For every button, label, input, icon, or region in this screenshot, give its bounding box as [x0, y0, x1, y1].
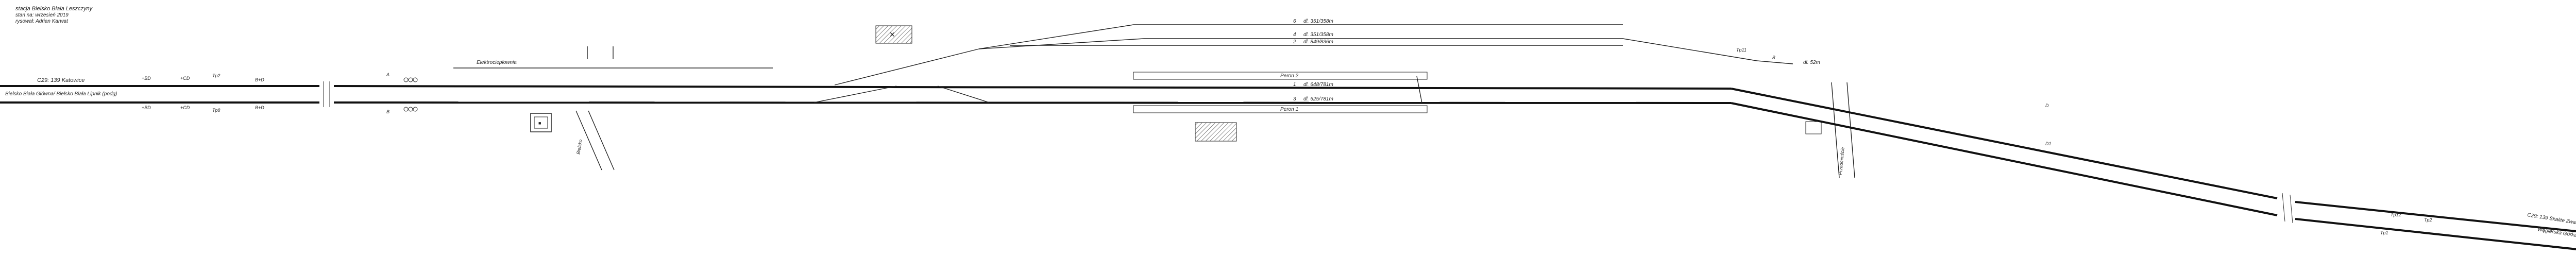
left-line-bottom-label: Bielsko Biała Główna/ Bielsko Biała Lipn…: [5, 91, 117, 97]
sidings-right-label: Przedmieście: [1838, 147, 1845, 175]
track-length: dl. 849/836m: [1303, 39, 1333, 45]
crossing-left: Bielsko: [575, 46, 615, 170]
platform-1-label: Peron 1: [1280, 107, 1298, 112]
yard-cross: ✕: [889, 30, 895, 39]
upper-yard: [834, 24, 1793, 86]
sidings-left-label: Bielsko: [575, 139, 583, 155]
station-building-inner: [534, 116, 548, 129]
station-author: rysował: Adrian Karwat: [15, 19, 69, 24]
signal-label: A: [386, 72, 389, 77]
track-length: dl. 351/358m: [1303, 32, 1333, 38]
track-number: 2: [1293, 39, 1296, 45]
station-title: stacja Bielsko Biała Leszczyny: [15, 6, 93, 12]
track-number: 8: [1772, 55, 1775, 61]
station-building-icon: ■: [538, 121, 541, 126]
track-number: 1: [1293, 82, 1296, 88]
track-length: dl. 648/781m: [1303, 82, 1333, 88]
hatched-building-bottom: [1195, 122, 1237, 142]
platform-1: [1133, 105, 1428, 113]
track-labels: 6 dl. 351/358m 4 dl. 351/358m 2 dl. 849/…: [1293, 19, 1820, 102]
signal-label: Tp2: [2424, 217, 2432, 223]
signal-label: D: [2045, 103, 2049, 108]
left-line-top-label: C29: 139 Katowice: [37, 77, 84, 83]
track-length: dl. 625/781m: [1303, 96, 1333, 102]
signal-label: B+D: [255, 77, 264, 82]
platform-2: [1133, 72, 1428, 80]
signal-label: +BD: [142, 105, 151, 110]
right-building: [1805, 121, 1822, 134]
traction-label: Elektrociepłownia: [477, 60, 517, 65]
signal-label: Tp11: [1736, 47, 1747, 53]
signal-label: Tp8: [212, 108, 221, 113]
track-length: dl. 351/358m: [1303, 19, 1333, 24]
station-state: stan na: wrzesień 2019: [15, 12, 69, 18]
signal-label: +CD: [180, 105, 190, 110]
main-track-top: [333, 85, 1732, 90]
track-break-mark: [2282, 193, 2285, 222]
platform-2-label: Peron 2: [1280, 73, 1298, 79]
signal-label: +CD: [180, 76, 190, 81]
signal-label: Tp1: [2380, 230, 2388, 235]
signal-group-left-bottom: +BD +CD Tp8 B+D B: [142, 105, 389, 114]
main-track-bottom-far: [2295, 218, 2576, 250]
signal-label: D1: [2045, 141, 2052, 146]
signal-label: B: [386, 109, 389, 114]
crossing-right: Przedmieście: [1831, 82, 1855, 178]
signal-group-left-top: +BD +CD Tp2 B+D A: [142, 72, 389, 82]
track-break-mark: [2290, 194, 2293, 224]
track-number: 4: [1293, 32, 1296, 38]
main-track-top-far: [2295, 201, 2576, 232]
track-number: 6: [1293, 19, 1296, 24]
crossovers: [814, 76, 1422, 104]
signal-label: B+D: [255, 105, 264, 110]
signal-group-right: Tp11 Tp12 Tp1 Tp2 D D1: [1736, 47, 2432, 235]
left-signal-symbols: [403, 77, 418, 112]
signal-label: +BD: [142, 76, 151, 81]
main-track-bottom-right: [1731, 102, 2278, 216]
track-length: dl. 52m: [1803, 60, 1820, 65]
signal-label: Tp12: [2391, 212, 2401, 217]
main-track-top-right: [1731, 88, 2278, 199]
hatched-building-top: [875, 25, 912, 44]
signal-label: Tp2: [212, 73, 221, 78]
track-number: 3: [1293, 96, 1296, 102]
